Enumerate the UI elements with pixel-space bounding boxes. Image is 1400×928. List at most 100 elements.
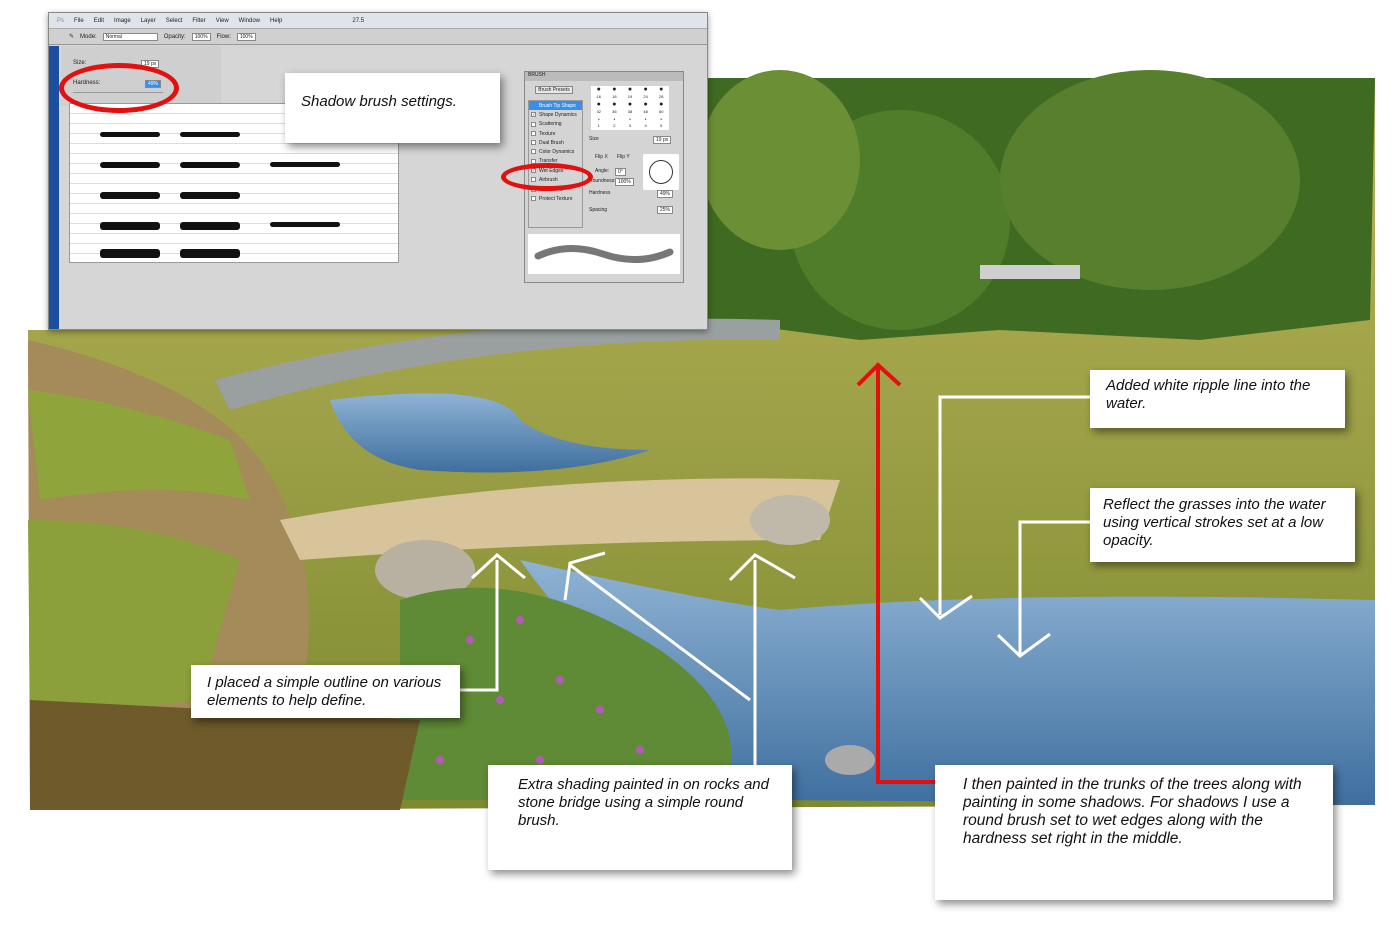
brush-tip[interactable]: ●19 <box>622 86 638 101</box>
flow-field[interactable]: 100% <box>236 32 256 41</box>
brush-setting-item[interactable]: Protect Texture <box>529 194 582 203</box>
brush-setting-label: Scattering <box>539 121 562 128</box>
callout-shading: Extra shading painted in on rocks and st… <box>488 765 792 870</box>
brush-tip-size: 38 <box>627 108 633 114</box>
brush-tip-size: 16 <box>596 94 602 99</box>
menu-window[interactable]: Window <box>238 17 261 24</box>
brush-setting-item[interactable]: ✓Shape Dynamics <box>529 110 582 119</box>
brush-angle-preview[interactable] <box>643 154 679 190</box>
checkbox[interactable] <box>531 149 536 155</box>
angle-field[interactable]: 0° <box>615 168 626 176</box>
photoshop-window: Ps File Edit Image Layer Select Filter V… <box>48 12 708 330</box>
brush-tip[interactable]: ●16 <box>591 86 607 101</box>
brush-tip-size: 28 <box>658 94 664 99</box>
brush-setting-item[interactable]: Brush Tip Shape <box>529 101 582 111</box>
grass-left-lower <box>28 520 240 720</box>
spacing-label: Spacing <box>589 207 608 213</box>
taskbar-strip <box>49 46 59 329</box>
brush-tip-size: 48 <box>643 108 648 114</box>
opacity-label: Opacity: <box>163 33 186 40</box>
bridge <box>215 318 780 410</box>
options-bar: ✎ Mode: Normal Opacity: 100% Flow: 100% <box>49 29 707 45</box>
brush-setting-label: Color Dynamics <box>539 149 575 156</box>
flow-label: Flow: <box>216 33 231 40</box>
red-highlight-circle <box>501 163 593 191</box>
spacing-field[interactable]: 25% <box>657 206 674 214</box>
brush-tip-size: 19 <box>627 94 633 99</box>
brush-stroke-preview <box>528 234 680 274</box>
brush-panel-title: BRUSH <box>525 72 683 81</box>
menu-file[interactable]: File <box>74 17 84 24</box>
brush-tip[interactable]: ●28 <box>653 86 669 101</box>
brush-tip[interactable]: ●1 <box>591 115 607 130</box>
flip-y-checkbox[interactable]: Flip Y <box>617 154 630 160</box>
menu-image[interactable]: Image <box>114 17 131 24</box>
brush-tip-grid[interactable]: ●16●18●19●24●28 ●32●36●38●48●60 ●1●2●3●4●5 <box>591 86 669 130</box>
brush-tip[interactable]: ●3 <box>622 115 638 130</box>
mode-select[interactable]: Normal <box>102 32 158 41</box>
brush-tip-size: 32 <box>596 108 602 114</box>
brush-tip[interactable]: ●4 <box>638 115 654 130</box>
menu-filter[interactable]: Filter <box>192 17 206 24</box>
callout-ripple: Added white ripple line into the water. <box>1090 370 1345 428</box>
checkbox[interactable] <box>531 195 536 201</box>
brush-setting-item[interactable]: Color Dynamics <box>529 147 582 156</box>
brush-tip[interactable]: ●48 <box>638 101 654 116</box>
flip-x-checkbox[interactable]: Flip X <box>595 154 608 160</box>
brush-tip-size: 5 <box>660 123 663 129</box>
brush-setting-label: Dual Brush <box>539 139 564 146</box>
brush-tip[interactable]: ●5 <box>653 115 669 130</box>
brush-tip[interactable]: ●60 <box>653 101 669 116</box>
checkbox[interactable] <box>531 130 536 136</box>
grass-left <box>28 390 250 500</box>
brush-setting-label: Shape Dynamics <box>539 111 577 118</box>
brush-tip[interactable]: ●18 <box>607 86 623 101</box>
hardness-label: Hardness <box>589 190 611 196</box>
hardness-field[interactable]: 49% <box>657 190 674 198</box>
brush-tool-icon[interactable]: ✎ <box>69 34 75 40</box>
brush-tip-size: 3 <box>628 123 632 129</box>
brush-setting-item[interactable]: Dual Brush <box>529 138 582 147</box>
brush-tip-size: 2 <box>613 123 616 129</box>
brush-tip-size: 4 <box>644 123 647 129</box>
roundness-label: Roundness: <box>589 178 616 184</box>
menu-layer[interactable]: Layer <box>140 17 156 24</box>
checkbox[interactable]: ✓ <box>531 112 536 118</box>
brush-tip[interactable]: ●36 <box>607 101 623 116</box>
roundness-field[interactable]: 100% <box>615 178 634 186</box>
ps-logo: Ps <box>57 17 65 24</box>
brush-tip-size: 24 <box>643 94 648 99</box>
brush-tip-size: 18 <box>612 94 617 99</box>
red-annotation-line <box>856 362 955 784</box>
water <box>520 560 1375 805</box>
menu-help[interactable]: Help <box>270 17 283 24</box>
callout-outline: I placed a simple outline on various ele… <box>191 665 460 718</box>
stream <box>330 393 650 473</box>
callout-trunks: I then painted in the trunks of the tree… <box>935 765 1333 900</box>
annotation-lines <box>460 395 1090 765</box>
brush-setting-item[interactable]: Scattering <box>529 120 582 129</box>
brush-tip-size: 36 <box>612 108 617 114</box>
flower-bed <box>400 587 732 800</box>
brush-tip[interactable]: ●24 <box>638 86 654 101</box>
size-label: Size: <box>73 60 87 66</box>
size-label: Size <box>589 136 599 142</box>
brush-presets-button[interactable]: Brush Presets <box>535 86 573 94</box>
gazebo <box>980 265 1080 279</box>
brush-setting-item[interactable]: Texture <box>529 129 582 138</box>
zoom-level[interactable]: 27.5 <box>352 17 365 24</box>
brush-tip[interactable]: ●38 <box>622 101 638 116</box>
menu-select[interactable]: Select <box>165 17 183 24</box>
brush-tip[interactable]: ●32 <box>591 101 607 116</box>
checkbox[interactable] <box>531 121 536 127</box>
opacity-field[interactable]: 100% <box>191 32 211 41</box>
brush-tip-size: 60 <box>658 108 664 114</box>
menu-edit[interactable]: Edit <box>93 17 105 24</box>
brush-setting-label: Transfer <box>539 158 558 165</box>
angle-label: Angle: <box>595 168 610 174</box>
mode-label: Mode: <box>80 33 97 40</box>
brush-tip[interactable]: ●2 <box>607 115 623 130</box>
menu-view[interactable]: View <box>215 17 229 24</box>
checkbox[interactable] <box>531 140 536 146</box>
size-field[interactable]: 19 px <box>653 136 672 144</box>
